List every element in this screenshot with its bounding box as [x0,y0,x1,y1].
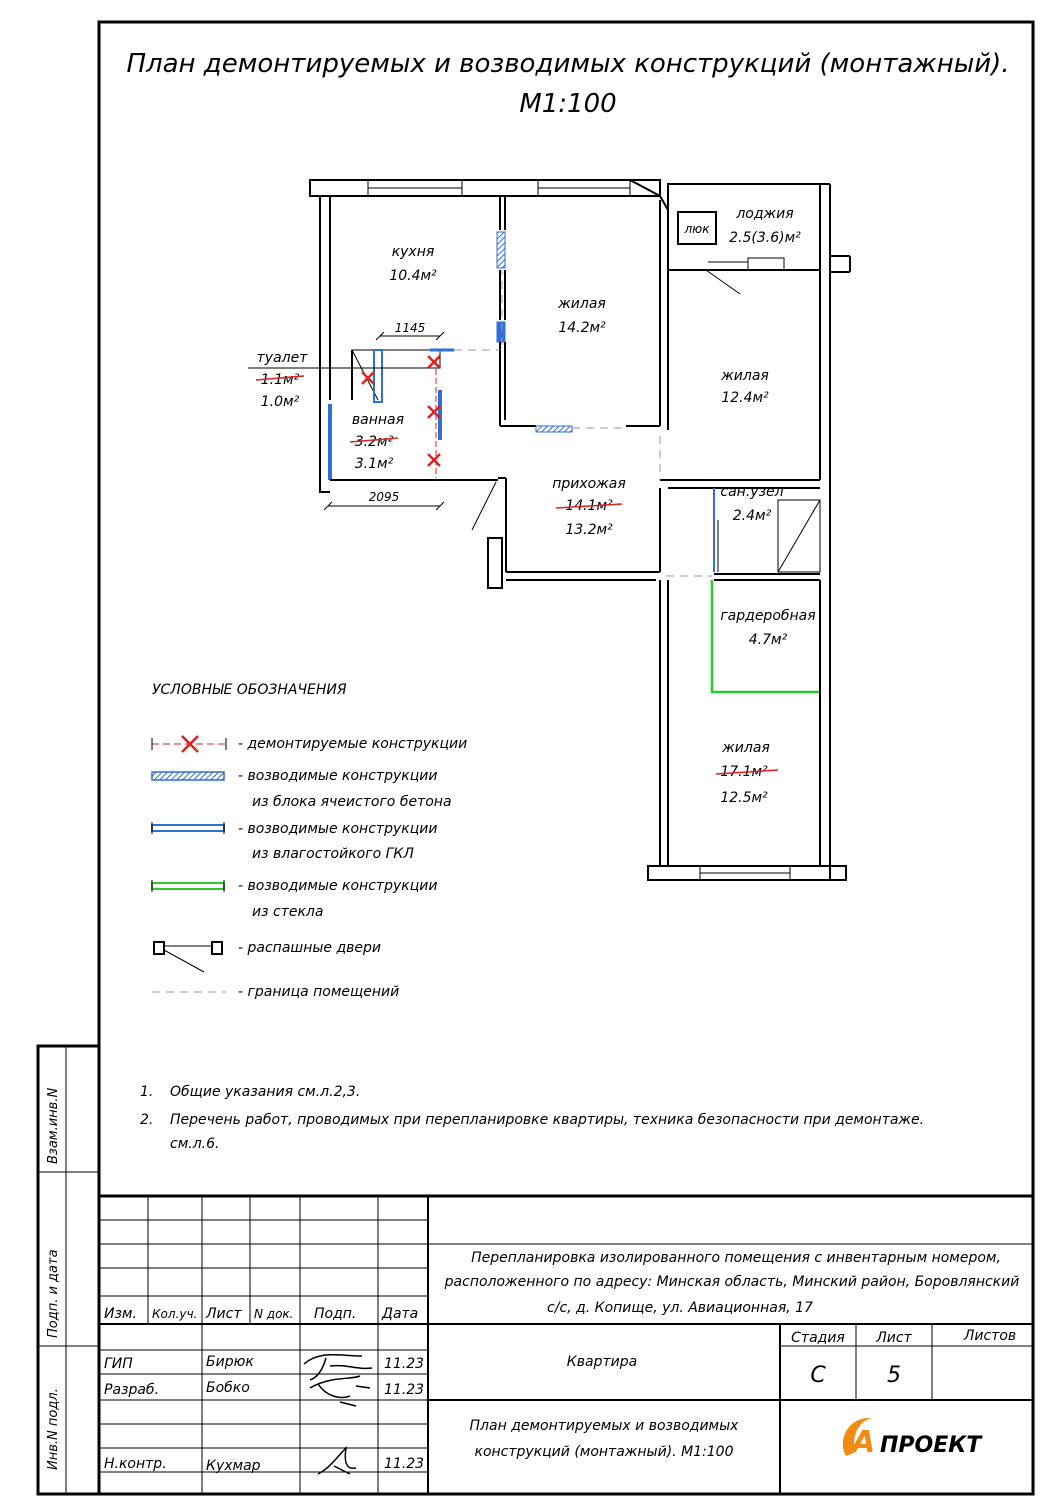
toilet-name: туалет [257,350,309,366]
logo-letter: А [850,1425,875,1460]
living1-area: 14.2м² [558,320,606,336]
stamp-date-nkontr: 11.23 [384,1456,424,1472]
floor-plan: люк [248,179,851,881]
living3-area: 12.5м² [720,790,768,806]
living2-name: жилая [720,368,769,384]
loggia-name: лоджия [735,206,793,222]
side-label-inv: Инв.N подл. [46,1388,61,1470]
wardrobe-name: гардеробная [720,608,815,624]
stage-value: С [810,1363,826,1388]
toilet-old-area: 1.1м² [261,372,300,388]
project-line-3: с/с, д. Копище, ул. Авиационная, 17 [547,1300,813,1316]
hall-name: прихожая [552,476,626,492]
hatch-label: люк [683,222,710,236]
stamp-name-gip: Бирюк [206,1354,254,1370]
stamp-header-date: Дата [381,1306,418,1322]
legend-glass-1: - возводимые конструкции [238,878,437,894]
sheet-header: Лист [875,1330,912,1346]
living3-name: жилая [721,740,770,756]
stamp-name-dev: Бобко [206,1380,250,1396]
legend-demolish: - демонтируемые конструкции [238,736,467,752]
side-label-sign: Подп. и дата [46,1249,61,1338]
legend-block-2: из блока ячеистого бетона [252,794,452,810]
dim-bottom: 2095 [369,490,400,504]
stamp-header-podp: Подп. [314,1306,356,1322]
title-block: Изм. Кол.уч. Лист N док. Подп. Дата ГИП … [97,1194,1035,1496]
stamp-header-ndok: N док. [254,1307,294,1321]
kitchen-name: кухня [392,244,435,260]
side-stamp: Взам.инв.N Подп. и дата Инв.N подл. [36,1044,101,1496]
bath-name: ванная [352,412,404,428]
legend-swatch-gkl [151,822,225,834]
demolish-marks [361,355,441,467]
sheet-value: 5 [887,1363,901,1388]
bath-area: 3.1м² [355,456,394,472]
legend-glass-2: из стекла [252,904,323,920]
legend-door: - распашные двери [238,940,381,956]
stamp-header-koluch: Кол.уч. [152,1307,197,1321]
hall-area: 13.2м² [565,522,613,538]
stamp-role-nkontr: Н.контр. [104,1456,167,1472]
stamp-header-list: Лист [205,1306,242,1322]
company-logo: А ПРОЕКТ [842,1417,983,1460]
legend-swatch-door [153,941,223,973]
stamp-date-dev: 11.23 [384,1382,424,1398]
living1-name: жилая [557,296,606,312]
legend-title: УСЛОВНЫЕ ОБОЗНАЧЕНИЯ [152,682,347,698]
sanuzel-name: сан.узел [720,484,783,500]
note-2-text: Перечень работ, проводимых при переплани… [170,1112,924,1128]
drawing-title-2: конструкций (монтажный). М1:100 [474,1444,733,1460]
stamp-role-gip: ГИП [104,1356,133,1372]
signature-nkontr [317,1445,357,1475]
living2-area: 12.4м² [721,390,769,406]
legend-swatch-glass [151,880,225,892]
legend: УСЛОВНЫЕ ОБОЗНАЧЕНИЯ - демонтируемые кон… [151,682,467,1000]
signature-dev [309,1375,371,1407]
object-name: Квартира [567,1354,637,1370]
kitchen-area: 10.4м² [389,268,437,284]
legend-boundary: - граница помещений [238,984,399,1000]
logo-text: ПРОЕКТ [880,1433,983,1458]
legend-swatch-demolish [151,735,227,753]
stage-header: Стадия [791,1330,845,1346]
drawing-title-1: План демонтируемых и возводимых [470,1418,740,1434]
legend-block-1: - возводимые конструкции [238,768,437,784]
dim-top: 1145 [395,321,426,335]
stamp-role-dev: Разраб. [104,1382,159,1398]
legend-gkl-1: - возводимые конструкции [238,821,437,837]
side-label-replace: Взам.инв.N [46,1088,61,1164]
signature-gip [303,1353,373,1381]
stamp-header-izm: Изм. [104,1306,137,1322]
plan-title: План демонтируемых и возводимых конструк… [126,49,1009,79]
loggia-area: 2.5(3.6)м² [729,230,801,246]
notes: 1. Общие указания см.л.2,3. 2. Перечень … [140,1084,924,1152]
project-line-2: расположенного по адресу: Минская област… [444,1274,1020,1290]
note-2-text-cont: см.л.6. [170,1136,219,1152]
sheets-header: Листов [963,1328,1016,1344]
toilet-area: 1.0м² [261,394,300,410]
sanuzel-area: 2.4м² [733,508,772,524]
legend-swatch-block [151,771,225,781]
note-1-num: 1. [140,1084,153,1100]
project-line-1: Перепланировка изолированного помещения … [471,1250,1001,1266]
stamp-name-nkontr: Кухмар [206,1458,261,1474]
note-1-text: Общие указания см.л.2,3. [170,1084,360,1100]
wardrobe-area: 4.7м² [749,632,788,648]
legend-gkl-2: из влагостойкого ГКЛ [252,846,414,862]
bath-old-area: 3.2м² [355,434,394,450]
stamp-date-gip: 11.23 [384,1356,424,1372]
note-2-num: 2. [140,1112,153,1128]
plan-scale: М1:100 [519,89,616,119]
